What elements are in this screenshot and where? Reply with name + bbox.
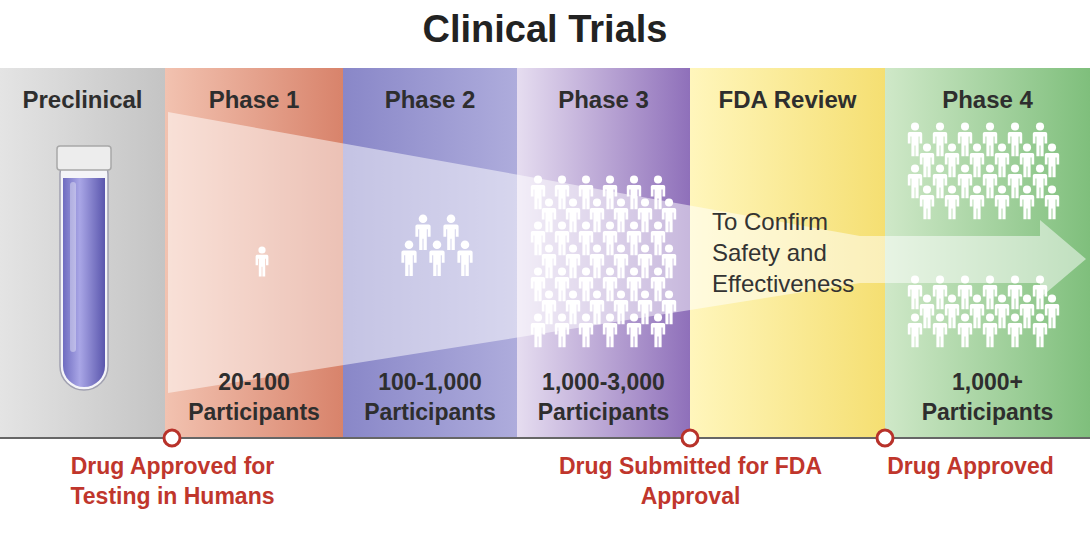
participant-count: 1,000-3,000 Participants <box>523 368 684 428</box>
label-slot: Drug Approved for Testing in Humans <box>30 452 315 512</box>
person-icon <box>1020 185 1034 219</box>
phase-band: Phase 1 20-100 Participants <box>165 68 343 438</box>
person-icon <box>1045 143 1059 177</box>
person-icon <box>945 143 959 177</box>
person-icon <box>958 122 972 156</box>
participant-count: 100-1,000 Participants <box>349 368 511 428</box>
person-icon <box>1008 313 1022 347</box>
person-icon <box>920 143 934 177</box>
milestone-dot <box>877 430 893 446</box>
phase-heading: FDA Review <box>696 86 879 114</box>
person-icon <box>958 313 972 347</box>
person-icon <box>1008 122 1022 156</box>
person-icon <box>908 122 922 156</box>
person-icon <box>945 294 959 328</box>
phase-heading: Phase 3 <box>523 86 684 114</box>
diagram-title: Clinical Trials <box>0 8 1090 51</box>
person-icon <box>1033 313 1047 347</box>
milestone-dot <box>164 430 180 446</box>
title-slot: Clinical Trials <box>0 8 1090 51</box>
phase-heading: Phase 2 <box>349 86 511 114</box>
funnel-arrow <box>168 112 1086 393</box>
person-icon <box>908 313 922 347</box>
person-icon <box>933 164 947 198</box>
test-tube <box>57 146 111 390</box>
label-slot: To Confirm Safety and Effectiveness <box>712 206 882 300</box>
phase-band: Phase 4 1,000+ Participants <box>885 68 1090 438</box>
person-icon <box>970 294 984 328</box>
milestone-dot <box>682 430 698 446</box>
person-icon <box>945 185 959 219</box>
person-icon <box>983 164 997 198</box>
participant-count: 20-100 Participants <box>171 368 337 428</box>
person-icon <box>1033 164 1047 198</box>
milestone-label: Drug Approved <box>858 452 1083 482</box>
person-icon <box>1045 294 1059 328</box>
phase-band: Phase 3 1,000-3,000 Participants <box>517 68 690 438</box>
phase-band: Phase 2 100-1,000 Participants <box>343 68 517 438</box>
person-icon <box>1020 143 1034 177</box>
milestone-label: Drug Submitted for FDA Approval <box>548 452 833 512</box>
person-icon <box>995 143 1009 177</box>
phase-band: Preclinical <box>0 68 165 438</box>
person-icon <box>983 122 997 156</box>
phase-heading: Phase 1 <box>171 86 337 114</box>
arrow-caption: To Confirm Safety and Effectiveness <box>712 206 882 300</box>
person-icon <box>933 122 947 156</box>
person-icon <box>983 313 997 347</box>
band-fill <box>0 68 165 438</box>
person-icon <box>920 185 934 219</box>
person-icon <box>1008 164 1022 198</box>
milestone-label: Drug Approved for Testing in Humans <box>30 452 315 512</box>
label-slot: Drug Submitted for FDA Approval <box>548 452 833 512</box>
person-icon <box>651 313 665 347</box>
person-icon <box>1020 294 1034 328</box>
person-icon <box>995 294 1009 328</box>
person-icon <box>1045 185 1059 219</box>
person-icon <box>920 294 934 328</box>
phase-heading: Preclinical <box>6 86 159 114</box>
person-icon <box>970 143 984 177</box>
participant-count: 1,000+ Participants <box>903 368 1073 428</box>
person-icon <box>908 164 922 198</box>
person-icon <box>958 164 972 198</box>
person-icon <box>1033 122 1047 156</box>
person-icon <box>995 185 1009 219</box>
person-icon <box>970 185 984 219</box>
label-slot: Drug Approved <box>858 452 1083 482</box>
person-icon <box>933 313 947 347</box>
phase-heading: Phase 4 <box>891 86 1084 114</box>
